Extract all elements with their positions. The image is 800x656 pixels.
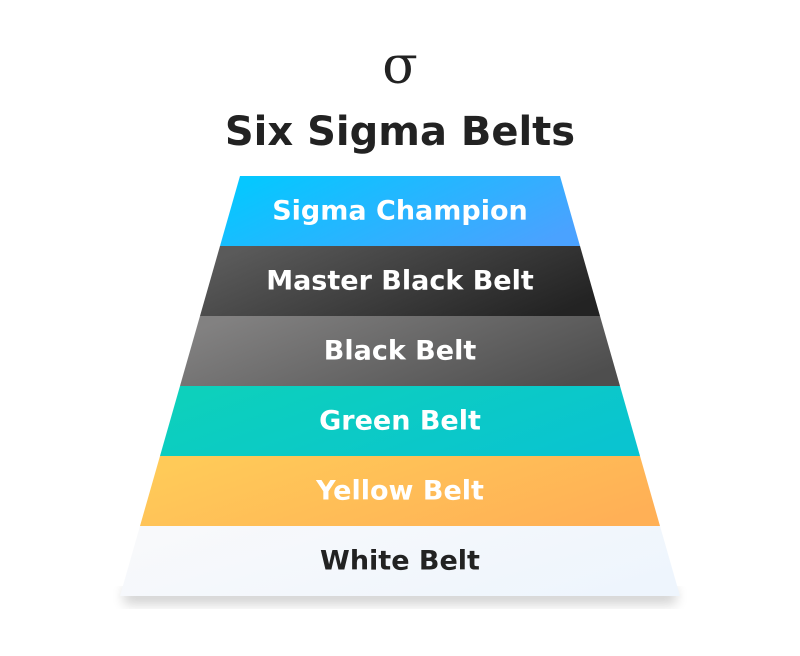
pyramid-level-shape: [220, 176, 580, 246]
pyramid-level: Yellow Belt: [140, 456, 660, 526]
pyramid-level-label: Green Belt: [319, 406, 481, 437]
page-title: Six Sigma Belts: [224, 109, 576, 155]
pyramid-level-shape: [160, 386, 640, 456]
sigma-icon: σ: [382, 36, 418, 96]
pyramid-level-label: Yellow Belt: [315, 476, 484, 507]
pyramid-level: Master Black Belt: [200, 246, 600, 316]
pyramid-level-label: White Belt: [320, 546, 480, 577]
pyramid-level-label: Master Black Belt: [266, 266, 534, 297]
pyramid-level-label: Black Belt: [324, 336, 477, 367]
pyramid-level: Black Belt: [180, 316, 620, 386]
pyramid-level: Sigma Champion: [220, 176, 580, 246]
pyramid-level-shape: [180, 316, 620, 386]
pyramid-level: Green Belt: [160, 386, 640, 456]
pyramid-level-label: Sigma Champion: [272, 196, 528, 227]
pyramid-level: White Belt: [120, 526, 680, 596]
pyramid-level-shape: [140, 456, 660, 526]
pyramid-level-shape: [200, 246, 600, 316]
pyramid-level-shape: [120, 526, 680, 596]
